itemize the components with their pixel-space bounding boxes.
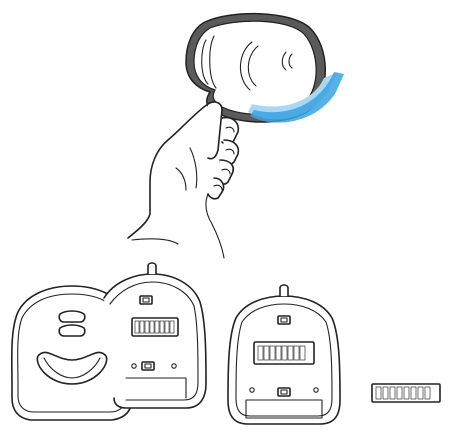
dip-switch-module: [372, 384, 440, 402]
transmitter-rear-housing: [228, 285, 340, 424]
hand: [128, 102, 238, 258]
remote-transmitter-in-hand: [128, 14, 344, 258]
transmitter-rear-open: [104, 263, 206, 408]
